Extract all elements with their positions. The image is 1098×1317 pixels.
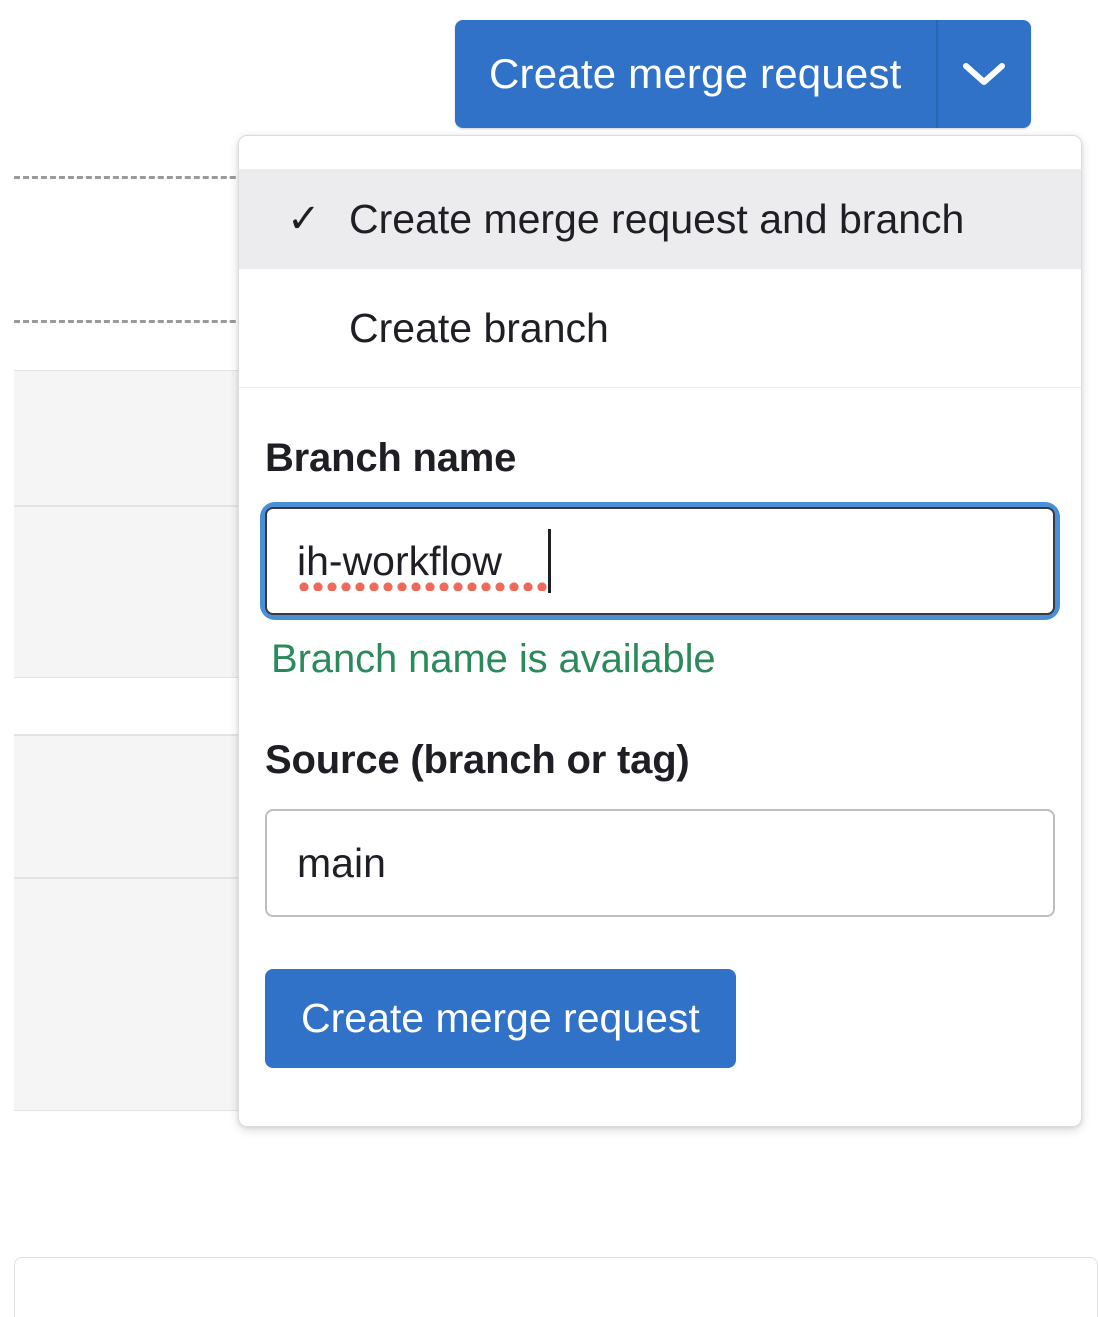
bottom-card (14, 1257, 1098, 1317)
create-merge-request-button[interactable]: Create merge request (455, 20, 936, 128)
create-merge-request-dropdown-panel: ✓ Create merge request and branch ✓ Crea… (238, 135, 1082, 1128)
create-branch-form: Branch name Branch name is available Sou… (239, 388, 1081, 1126)
create-merge-request-submit-button[interactable]: Create merge request (265, 969, 736, 1069)
branch-availability-message: Branch name is available (271, 637, 716, 681)
create-merge-request-split-button[interactable]: Create merge request (455, 20, 1031, 128)
chevron-down-icon (962, 60, 1006, 88)
split-button-dropdown-toggle[interactable] (935, 20, 1031, 128)
check-icon: ✓ (287, 197, 321, 241)
menu-item-label: Create branch (349, 304, 609, 351)
menu-item-create-branch[interactable]: ✓ Create branch (239, 269, 1081, 387)
branch-name-label: Branch name (265, 436, 517, 480)
dropdown-menu: ✓ Create merge request and branch ✓ Crea… (239, 136, 1081, 388)
menu-item-label: Create merge request and branch (349, 195, 965, 242)
source-label: Source (branch or tag) (265, 738, 690, 782)
branch-name-input[interactable] (265, 507, 1055, 615)
source-field-wrapper[interactable] (265, 809, 1055, 917)
branch-name-field-wrapper[interactable] (265, 507, 1055, 615)
source-input[interactable] (265, 809, 1055, 917)
menu-item-create-merge-request-and-branch[interactable]: ✓ Create merge request and branch (239, 169, 1081, 269)
